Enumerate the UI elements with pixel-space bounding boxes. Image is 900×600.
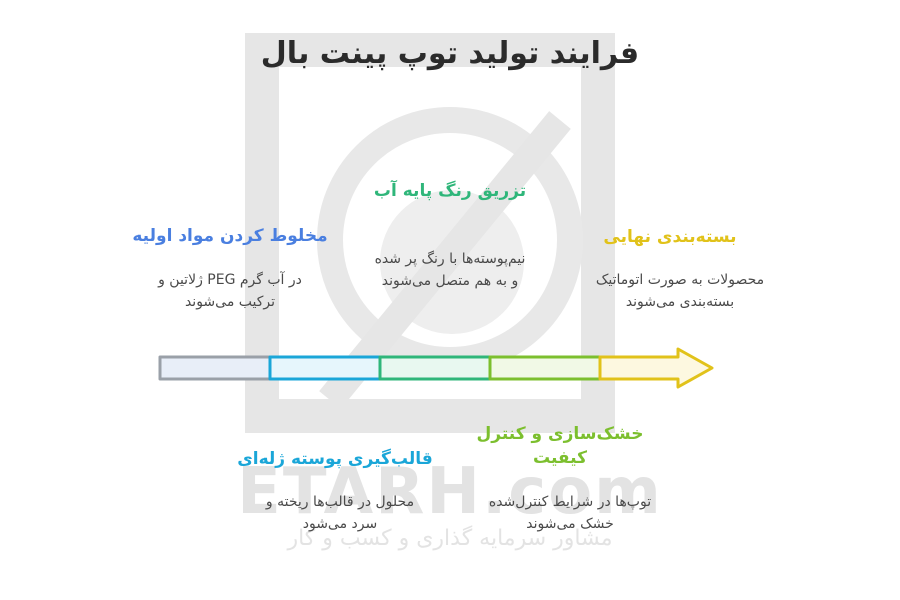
step-2-description: محلول در قالب‌ها ریخته و سرد می‌شود [220,492,460,535]
page-title: فرایند تولید توپ پینت بال [260,36,640,71]
step-4-desc-line1: توپ‌ها در شرایط کنترل‌شده [488,494,652,510]
step-1-desc-line2: ترکیب می‌شوند [184,293,276,310]
step-4-description: توپ‌ها در شرایط کنترل‌شده خشک می‌شوند [450,492,690,535]
watermark-frame [245,33,615,433]
step-4-heading-line1: خشک‌سازی و کنترل [476,424,644,444]
step-5-desc-line1: محصولات به صورت اتوماتیک [595,272,765,288]
step-4-desc-line2: خشک می‌شوند [526,515,614,532]
watermark-slash [319,111,571,409]
step-5-description: محصولات به صورت اتوماتیک بسته‌بندی می‌شو… [560,270,800,313]
arrow-segment-4 [488,355,602,381]
step-4-heading-line2: کیفیت [533,447,587,468]
step-3-description: نیم‌پوسته‌ها با رنگ پر شده و به هم متصل … [320,249,580,292]
step-5-desc-line2: بسته‌بندی می‌شوند [625,293,735,310]
arrow-segment-1 [158,355,272,381]
step-1-heading: مخلوط کردن مواد اولیه [132,226,328,246]
step-3-desc-line2: و به هم متصل می‌شوند [381,272,519,289]
watermark-tagline: مشاور سرمایه گذاری و کسب و کار [287,526,613,551]
step-5-heading: بسته‌بندی نهایی [603,227,737,247]
step-4-heading: خشک‌سازی و کنترل کیفیت [460,423,660,471]
arrow-segment-5 [598,347,714,389]
step-3-heading: تزریق رنگ پایه آب [373,181,527,201]
step-2-desc-line1: محلول در قالب‌ها ریخته و [265,494,415,510]
step-2-heading: قالب‌گیری پوسته ژله‌ای [237,449,433,469]
step-1-desc-line1: در آب گرم PEG ژلاتین و [158,272,302,288]
arrow-segment-3 [378,355,492,381]
watermark-brand: ETARH.com [237,455,663,529]
step-1-description: در آب گرم PEG ژلاتین و ترکیب می‌شوند [110,270,350,313]
arrow-segment-2 [268,355,382,381]
step-2-desc-line2: سرد می‌شود [302,515,378,532]
step-3-desc-line1: نیم‌پوسته‌ها با رنگ پر شده [374,251,526,267]
